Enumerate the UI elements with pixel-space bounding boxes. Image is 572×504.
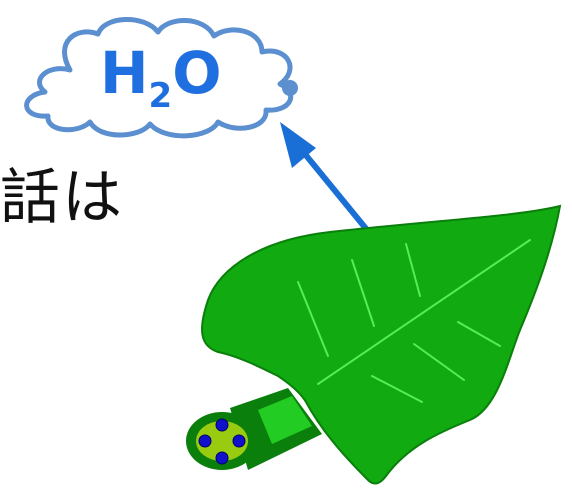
stem-cross-section xyxy=(186,412,258,470)
formula-o: O xyxy=(172,39,221,107)
formula-subscript: 2 xyxy=(149,76,173,116)
vessel-dot xyxy=(216,452,228,464)
vessel-dot xyxy=(199,435,211,447)
cloud-bubble xyxy=(282,80,298,96)
vessel-dot xyxy=(233,435,245,447)
h2o-formula: H2O xyxy=(100,44,222,102)
vapor-arrow-shaft xyxy=(300,148,372,236)
formula-h: H xyxy=(100,39,149,107)
vessel-dot xyxy=(216,419,228,431)
